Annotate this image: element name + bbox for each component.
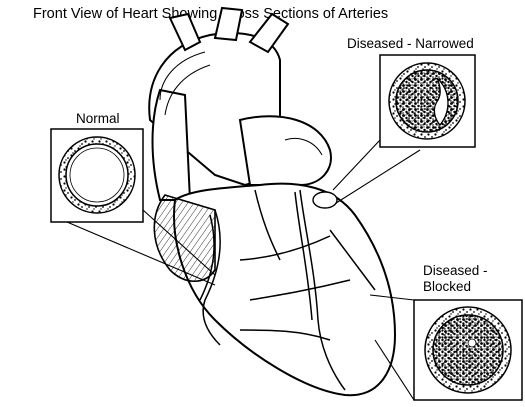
- superior-vessel-1: [168, 12, 202, 52]
- vena-cava: [151, 88, 192, 201]
- normal-cross-section: [50, 128, 144, 223]
- ventricles: [173, 182, 397, 397]
- narrowed-cross-section: [379, 54, 476, 148]
- label-blocked-line1: Diseased -: [423, 263, 488, 278]
- leader-lines: [66, 139, 421, 401]
- label-diseased-blocked: Diseased - Blocked: [423, 263, 488, 295]
- heart: [148, 6, 397, 397]
- superior-vessel-2: [213, 6, 244, 42]
- label-diseased-narrowed: Diseased - Narrowed: [347, 36, 474, 51]
- blocked-cross-section: [413, 299, 523, 401]
- section-marker: [312, 191, 338, 209]
- label-blocked-line2: Blocked: [423, 279, 472, 294]
- superior-vessel-3: [248, 12, 290, 54]
- label-normal: Normal: [76, 111, 120, 126]
- diagram-title: Front View of Heart Showing Cross Sectio…: [33, 6, 389, 22]
- pulmonary-trunk: [238, 115, 332, 186]
- coronary-arteries: [199, 189, 376, 391]
- right-atrium: [153, 194, 216, 283]
